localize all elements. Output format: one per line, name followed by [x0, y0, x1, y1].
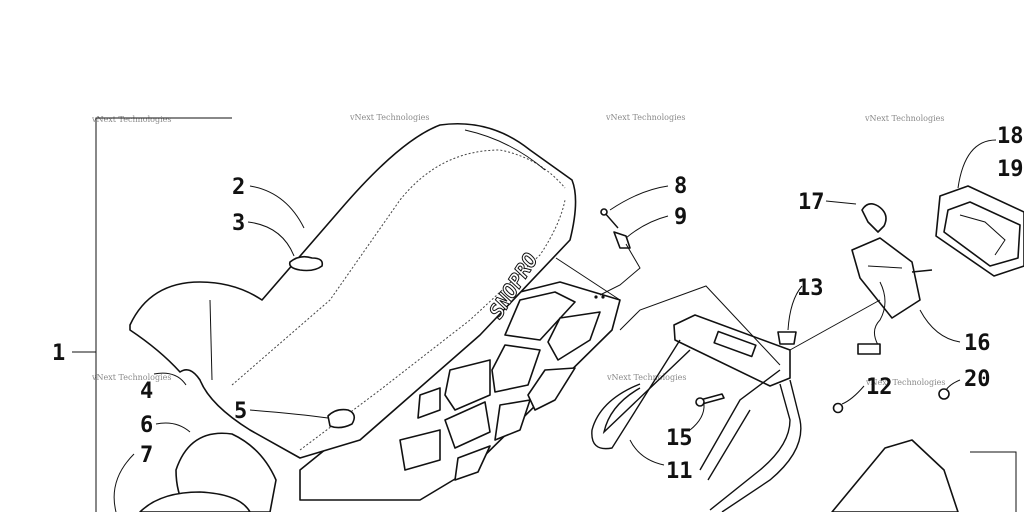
watermark: vNext Technologies	[864, 114, 944, 123]
callout-18: 18	[997, 124, 1024, 149]
callout-3: 3	[232, 211, 245, 236]
callout-13: 13	[797, 276, 824, 301]
watermark: vNext Technologies	[865, 378, 945, 387]
callout-9: 9	[674, 205, 687, 230]
watermark: vNext Technologies	[605, 113, 685, 122]
watermark: vNext Technologies	[91, 115, 171, 124]
assembly-bracket-line	[72, 117, 232, 512]
callout-19: 19	[997, 157, 1024, 182]
taillight-lens-18	[935, 185, 1024, 277]
callout-5: 5	[234, 399, 247, 424]
callout-labels: 1 2 3 4 5 6 7 8 9 11 12 13 15 16 17 18 1…	[52, 124, 1024, 484]
watermark: vNext Technologies	[349, 113, 429, 122]
callout-8: 8	[674, 174, 687, 199]
screw-8	[600, 208, 619, 229]
lower-hood-7	[139, 491, 251, 512]
callout-20: 20	[964, 367, 991, 392]
grommet-13	[777, 331, 797, 345]
corner-bracket-line	[970, 451, 1017, 512]
callout-12: 12	[866, 375, 893, 400]
callout-1: 1	[52, 341, 65, 366]
seat-rack	[299, 281, 621, 501]
watermark: vNext Technologies	[606, 373, 686, 382]
callout-2: 2	[232, 175, 245, 200]
tunnel-part	[831, 439, 959, 512]
callout-4: 4	[140, 379, 153, 404]
nut-9	[599, 231, 641, 296]
callout-16: 16	[964, 331, 991, 356]
callout-15: 15	[666, 426, 693, 451]
callout-7: 7	[140, 443, 153, 468]
taillight-housing-16	[851, 237, 933, 355]
leader-lines	[113, 139, 997, 512]
callout-6: 6	[140, 413, 153, 438]
seat-patch-3	[288, 255, 324, 272]
callout-11: 11	[666, 459, 693, 484]
seat-patch-5	[327, 408, 356, 429]
nut-12	[832, 402, 844, 414]
ring-20	[938, 388, 950, 400]
rear-bracket	[591, 314, 802, 512]
bulb-17	[861, 202, 887, 233]
watermark: vNext Technologies	[91, 373, 171, 382]
callout-17: 17	[798, 190, 825, 215]
